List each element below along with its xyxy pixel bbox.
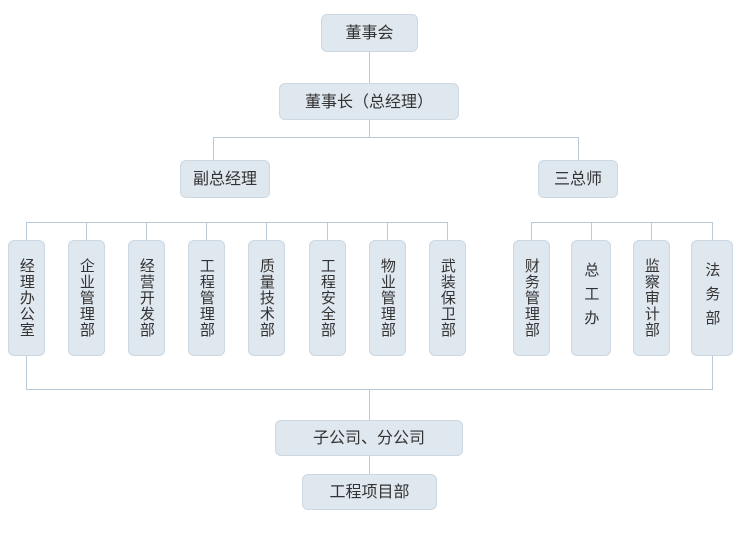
node-engineering-management-dept[interactable]: 工程管理部 [188,240,225,356]
node-property-management-dept[interactable]: 物业管理部 [369,240,406,356]
node-label: 工程管理部 [197,258,216,338]
node-vice-general-manager[interactable]: 副总经理 [180,160,270,198]
node-label: 企业管理部 [77,258,96,338]
node-label: 监察审计部 [642,258,661,338]
node-chairman-general-manager[interactable]: 董事长（总经理） [279,83,459,120]
connector-left-group-bar [26,222,448,223]
connector-left-stub-7 [387,222,388,240]
connector-left-stub-3 [146,222,147,240]
node-board-of-directors[interactable]: 董事会 [321,14,418,52]
connector-left-stub-8 [447,222,448,240]
node-label: 武装保卫部 [438,258,457,338]
connector-chairman-down [369,120,370,137]
node-label: 法务部 [703,262,722,334]
node-engineering-project-dept[interactable]: 工程项目部 [302,474,437,510]
connector-board-to-chairman [369,52,370,85]
node-label: 总工办 [582,262,601,334]
connector-left-stub-1 [26,222,27,240]
node-engineering-safety-dept[interactable]: 工程安全部 [309,240,346,356]
connector-right-group-bar [531,222,712,223]
node-label: 董事长（总经理） [304,91,433,111]
connector-bottom-left-stub [26,356,27,389]
connector-to-three-chiefs [578,137,579,160]
connector-right-stub-3 [651,222,652,240]
connector-left-stub-5 [266,222,267,240]
node-label: 财务管理部 [522,258,541,338]
node-quality-technology-dept[interactable]: 质量技术部 [248,240,285,356]
connector-bottom-to-subsidiary [369,389,370,420]
connector-left-stub-6 [327,222,328,240]
node-label: 工程项目部 [329,482,410,501]
node-subsidiaries-branches[interactable]: 子公司、分公司 [275,420,463,456]
connector-bottom-right-stub [712,356,713,389]
connector-left-stub-4 [206,222,207,240]
connector-subsidiary-to-project [369,456,370,474]
node-manager-office[interactable]: 经理办公室 [8,240,45,356]
connector-left-stub-2 [86,222,87,240]
node-label: 工程安全部 [318,258,337,338]
node-business-development-dept[interactable]: 经营开发部 [128,240,165,356]
node-label: 经理办公室 [17,258,36,338]
node-label: 子公司、分公司 [312,428,425,447]
node-label: 董事会 [345,23,394,42]
node-legal-affairs-dept[interactable]: 法务部 [691,240,733,356]
connector-right-stub-2 [591,222,592,240]
node-finance-management-dept[interactable]: 财务管理部 [513,240,550,356]
node-label: 经营开发部 [137,258,156,338]
node-chief-engineer-office[interactable]: 总工办 [571,240,611,356]
node-supervision-audit-dept[interactable]: 监察审计部 [633,240,670,356]
node-label: 物业管理部 [378,258,397,338]
node-armed-security-dept[interactable]: 武装保卫部 [429,240,466,356]
node-label: 质量技术部 [257,258,276,338]
node-three-chief-engineers[interactable]: 三总师 [538,160,618,198]
connector-to-vice-gm [213,137,214,160]
connector-right-stub-1 [531,222,532,240]
node-enterprise-management-dept[interactable]: 企业管理部 [68,240,105,356]
node-label: 三总师 [553,169,602,188]
node-label: 副总经理 [192,169,257,188]
connector-level3-bar [213,137,578,138]
connector-right-stub-4 [712,222,713,240]
